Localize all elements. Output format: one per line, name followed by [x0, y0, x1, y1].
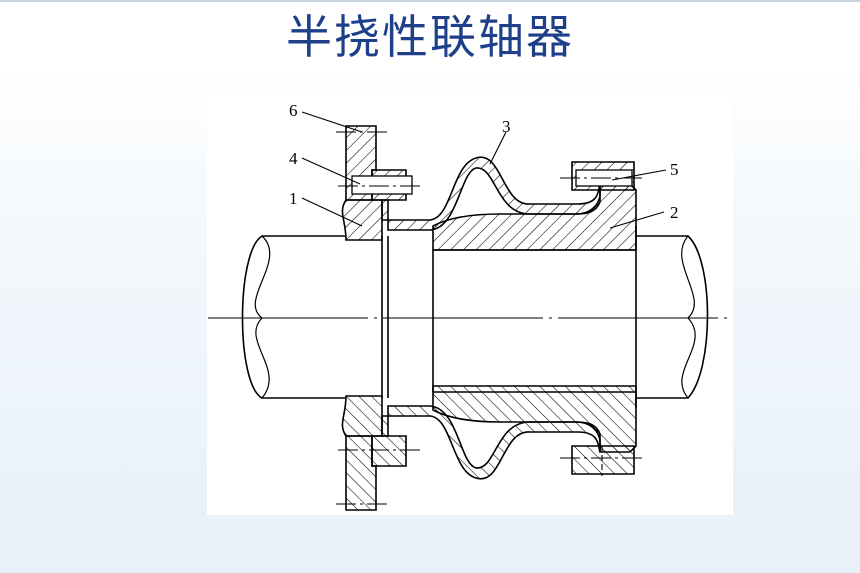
part-1-hub-bottom: [341, 395, 383, 437]
label-6: 6: [289, 101, 298, 120]
right-shaft-break: [681, 235, 696, 399]
bolt-4-top: [351, 175, 413, 195]
coupling-diagram: 6 4 1 3 5 2: [207, 95, 733, 515]
top-border-line: [0, 0, 860, 2]
right-shaft: [636, 235, 709, 399]
leader-2: [609, 211, 665, 229]
leader-6: [301, 111, 363, 133]
part-1-hub-top: [341, 199, 383, 241]
part-4-clamp-bottom: [371, 435, 407, 467]
left-shaft: [241, 235, 345, 399]
label-1: 1: [289, 189, 298, 208]
leader-1: [301, 197, 363, 227]
part-2-hub-top: [432, 183, 637, 251]
leader-3: [489, 131, 507, 165]
label-2: 2: [670, 203, 679, 222]
page-title: 半挠性联轴器: [286, 10, 574, 64]
coupling-drawing: 6 4 1 3 5 2: [208, 101, 732, 511]
leader-4: [301, 157, 361, 185]
label-5: 5: [670, 160, 679, 179]
leader-5: [611, 169, 667, 181]
part-5-ring-bottom: [571, 445, 635, 475]
part-2-hub-bottom: [432, 385, 637, 453]
label-4: 4: [289, 149, 298, 168]
left-shaft-break: [254, 235, 271, 399]
label-3: 3: [502, 117, 511, 136]
